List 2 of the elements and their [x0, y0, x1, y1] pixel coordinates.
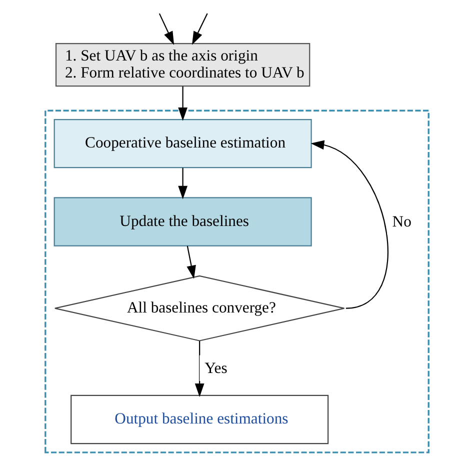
edge-label: Yes [204, 360, 228, 377]
edge-label: No [392, 213, 412, 230]
